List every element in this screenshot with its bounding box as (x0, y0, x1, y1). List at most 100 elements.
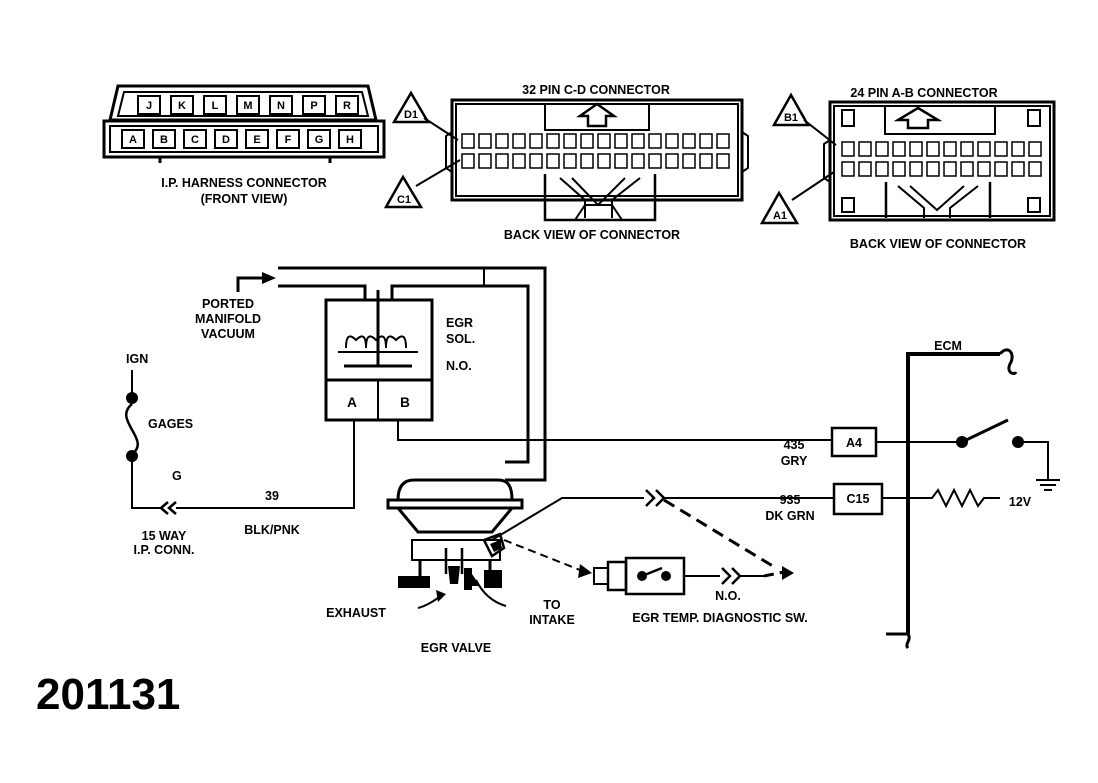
wire-435-number: 435 (784, 438, 805, 452)
cd32-marker-top-label: D1 (404, 109, 418, 121)
cd32-cavity (665, 133, 679, 149)
figure-number: 201131 (36, 670, 180, 719)
ab24-cavity (909, 161, 923, 177)
ip-pin-h: H (338, 129, 362, 149)
ip-pin-c: C (183, 129, 207, 149)
cd32-marker-d1: D1 (391, 90, 459, 141)
ip-pin-a: A (121, 129, 145, 149)
ip-pin-label: B (160, 134, 168, 146)
cd32-cavity (648, 153, 662, 169)
ip-pin-label: M (243, 100, 252, 112)
ip-pin-label: K (178, 100, 186, 112)
ip-pin-label: R (343, 100, 351, 112)
ip-harness-title: I.P. HARNESS CONNECTOR (161, 176, 327, 190)
gages-label: GAGES (148, 417, 193, 431)
ab24-cavity (926, 141, 940, 157)
cd32-cavity (597, 153, 611, 169)
solenoid-terminal-b: B (400, 395, 410, 410)
cd32-cavity (716, 133, 730, 149)
ip-harness-subtitle: (FRONT VIEW) (201, 192, 288, 206)
cd32-cavity (682, 153, 696, 169)
cd32-cavity (461, 133, 475, 149)
vacuum-lines (236, 266, 547, 482)
ab24-marker-b1: B1 (771, 92, 837, 146)
ip-pin-label: E (253, 134, 260, 146)
ip-pin-g: G (307, 129, 331, 149)
ip-pin-label: C (191, 134, 199, 146)
ab24-cavity (909, 141, 923, 157)
cd32-cavity (529, 133, 543, 149)
wire-935-number: 935 (780, 493, 801, 507)
ab24-cavity (960, 141, 974, 157)
cd32-cavity (478, 153, 492, 169)
ip-pin-label: P (310, 100, 317, 112)
cd32-cavity (665, 153, 679, 169)
ab24-cavity (943, 161, 957, 177)
ab24-cavity (926, 161, 940, 177)
cd32-cavity (631, 133, 645, 149)
ip-pin-label: J (146, 100, 152, 112)
cd32-cavity (699, 133, 713, 149)
vacuum-label-line3: VACUUM (201, 327, 255, 341)
cd32-caption: BACK VIEW OF CONNECTOR (504, 228, 680, 242)
ab24-cavity (875, 161, 889, 177)
ign-label: IGN (126, 352, 148, 366)
cd32-cavity (563, 153, 577, 169)
ab24-cavity (994, 141, 1008, 157)
ab24-cavity (960, 161, 974, 177)
ab24-marker-a1: A1 (759, 171, 835, 225)
voltage-label: 12V (1009, 495, 1032, 509)
ab24-caption: BACK VIEW OF CONNECTOR (850, 237, 1026, 251)
cd32-cavity (580, 133, 594, 149)
ab24-cavity (858, 141, 872, 157)
ip-pin-r: R (335, 95, 359, 115)
ab24-connector (823, 100, 1056, 222)
ab24-pin-grid (841, 141, 1042, 177)
solenoid-label-line2: SOL. (446, 332, 475, 346)
cd32-cavity (597, 133, 611, 149)
egr-valve-label: EGR VALVE (421, 641, 491, 655)
ip-pin-n: N (269, 95, 293, 115)
cd32-marker-bottom-label: C1 (397, 194, 411, 206)
solenoid-terminal-a: A (347, 395, 357, 410)
cd32-cavity (699, 153, 713, 169)
ab24-cavity (1028, 141, 1042, 157)
ip-pin-label: D (222, 134, 230, 146)
wire-39-number: 39 (265, 489, 279, 503)
cd32-cavity (546, 153, 560, 169)
ab24-cavity (994, 161, 1008, 177)
ip-conn-label-line1: 15 WAY (142, 529, 187, 543)
ab24-marker-bottom-label: A1 (773, 210, 787, 222)
ip-pin-l: L (203, 95, 227, 115)
ip-pin-b: B (152, 129, 176, 149)
wire-435-color: GRY (781, 454, 808, 468)
cd32-cavity (614, 153, 628, 169)
vacuum-label-line1: PORTED (202, 297, 254, 311)
ip-pin-p: P (302, 95, 326, 115)
to-intake-label-line2: INTAKE (529, 613, 575, 627)
solenoid-state-label: N.O. (446, 359, 472, 373)
ecm-label: ECM (934, 339, 962, 353)
ab24-cavity (1011, 161, 1025, 177)
egr-valve (386, 478, 592, 609)
solenoid-label-line1: EGR (446, 316, 473, 330)
ab24-cavity (892, 141, 906, 157)
cd32-marker-c1: C1 (383, 159, 461, 209)
cd32-cavity (563, 133, 577, 149)
ip-pin-label: N (277, 100, 285, 112)
cd32-pin-grid (461, 133, 730, 169)
ab24-marker-top-label: B1 (784, 112, 798, 124)
egr-temp-switch-label: EGR TEMP. DIAGNOSTIC SW. (632, 611, 807, 625)
cd32-cavity (495, 133, 509, 149)
ip-pin-j: J (137, 95, 161, 115)
egr-temp-switch (593, 498, 794, 596)
cd32-title: 32 PIN C-D CONNECTOR (522, 83, 670, 97)
cd32-cavity (648, 133, 662, 149)
switch-state-label: N.O. (715, 589, 741, 603)
ab24-cavity (892, 161, 906, 177)
cd32-cavity (614, 133, 628, 149)
ip-pin-label: L (212, 100, 219, 112)
